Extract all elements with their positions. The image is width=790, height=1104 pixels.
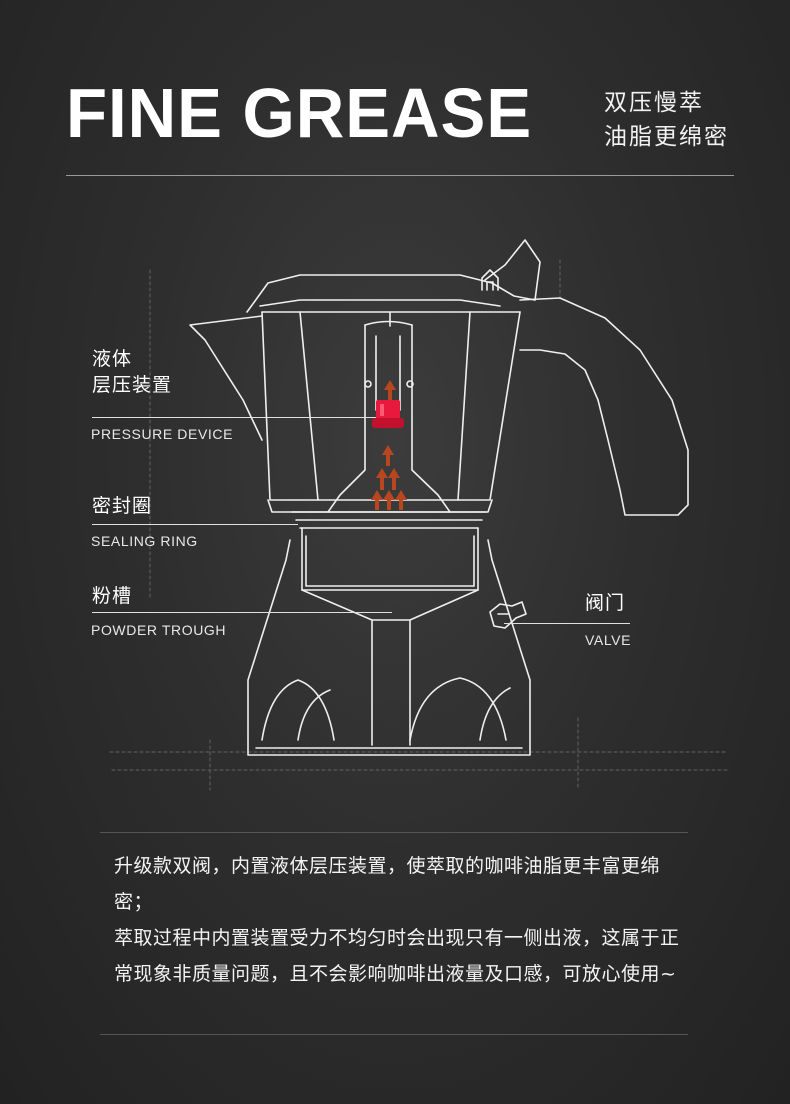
valve-label-cn: 阀门 <box>585 592 626 614</box>
description-top-divider <box>100 832 688 833</box>
pressure-device-label-cn: 液体 层压装置 <box>92 348 173 396</box>
sealing-ring-leader <box>92 524 298 525</box>
subtitle-line-2: 油脂更绵密 <box>604 124 729 150</box>
flow-arrows <box>371 380 407 510</box>
description-paragraph-2: 萃取过程中内置装置受力不均匀时会出现只有一侧出液，这属于正常现象非质量问题，且不… <box>114 927 680 985</box>
powder-trough-leader <box>92 612 392 613</box>
page-subtitle: 双压慢萃 油脂更绵密 <box>604 86 729 154</box>
powder-trough-label-cn: 粉槽 <box>92 585 133 607</box>
pressure-device-label-en: PRESSURE DEVICE <box>91 426 234 442</box>
title-divider <box>66 175 734 176</box>
description-paragraph-1: 升级款双阀，内置液体层压装置，使萃取的咖啡油脂更丰富更绵密； <box>114 855 661 913</box>
description-bottom-divider <box>100 1034 688 1035</box>
valve-leader <box>504 623 630 624</box>
pressure-device-leader <box>92 417 376 418</box>
powder-trough-label-en: POWDER TROUGH <box>91 622 227 638</box>
sealing-ring-label-en: SEALING RING <box>91 533 198 549</box>
valve-label-en: VALVE <box>585 632 632 648</box>
sealing-ring-label-cn: 密封圈 <box>92 495 153 517</box>
page-title: FINE GREASE <box>66 74 533 152</box>
subtitle-line-1: 双压慢萃 <box>604 90 704 116</box>
pressure-device-marker <box>372 400 404 428</box>
description-block: 升级款双阀，内置液体层压装置，使萃取的咖啡油脂更丰富更绵密； 萃取过程中内置装置… <box>114 848 694 992</box>
moka-pot-diagram <box>109 259 729 791</box>
